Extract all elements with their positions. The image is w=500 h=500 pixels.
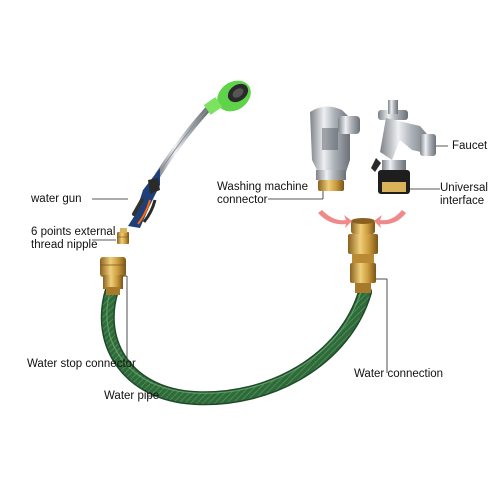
washing-machine-label-line-1: Washing machine	[217, 181, 308, 193]
water-connection-illustration	[348, 218, 378, 293]
universal-label-line-1: Universal	[440, 182, 488, 194]
water-pipe-illustration	[100, 283, 372, 406]
nipple-label-line-1: 6 points external	[31, 226, 116, 238]
universal-interface-label: Universal interface	[440, 182, 488, 208]
water-pipe-label: Water pipe	[104, 390, 160, 402]
water-stop-connector-label: Water stop connector	[27, 358, 136, 370]
water-gun-illustration	[128, 80, 251, 228]
water-connection-label: Water connection	[354, 368, 444, 380]
water-stop-connector-illustration	[100, 257, 126, 295]
nipple-illustration	[117, 228, 129, 244]
arrow-marks	[318, 210, 406, 228]
nipple-label: 6 points external thread nipple	[31, 226, 115, 252]
washing-machine-label-line-2: connector	[217, 194, 268, 206]
faucet-illustration	[371, 100, 436, 194]
washing-machine-connector-label: Washing machine connector	[217, 181, 308, 207]
water-gun-label: water gun	[31, 193, 82, 205]
nipple-label-line-2: thread nipple	[31, 239, 98, 251]
faucet-label: Faucet	[452, 140, 488, 152]
washing-machine-connector-illustration	[310, 106, 360, 191]
universal-label-line-2: interface	[440, 195, 485, 207]
